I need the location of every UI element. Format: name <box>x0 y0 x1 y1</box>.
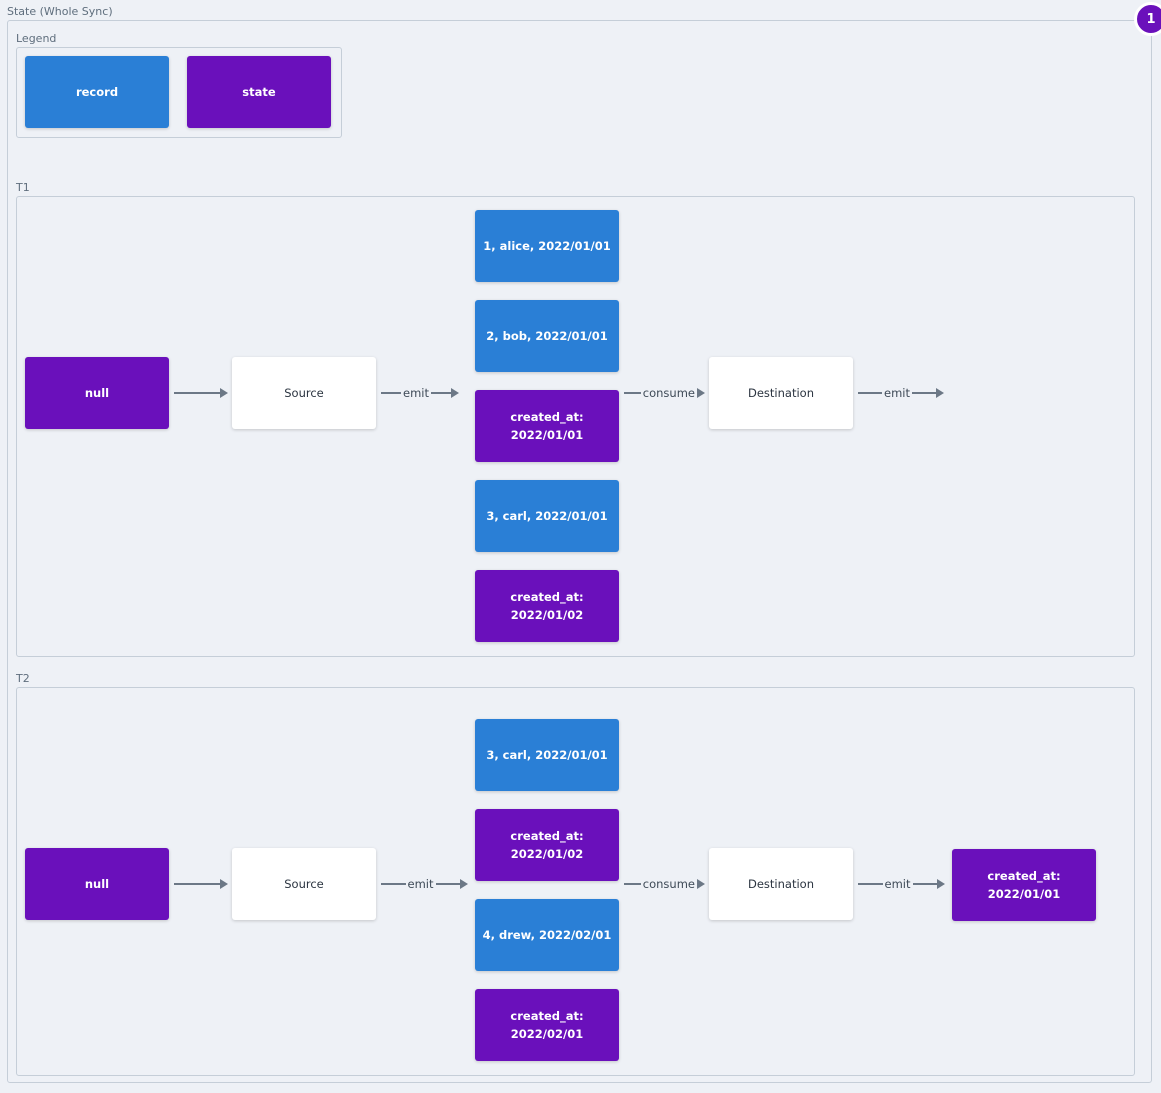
legend-label: Legend <box>16 32 57 45</box>
t2-arrow-emit-out: emit <box>858 877 946 891</box>
t2-destination-node: Destination <box>709 848 853 920</box>
t1-message-state: created_at: 2022/01/02 <box>475 570 619 642</box>
t2-output-state: created_at: 2022/01/01 <box>952 849 1096 921</box>
t2-message-record: 4, drew, 2022/02/01 <box>475 899 619 971</box>
legend-state: state <box>187 56 331 128</box>
t1-input-null: null <box>25 357 169 429</box>
outer-frame <box>7 20 1152 1083</box>
t2-arrow-emit: emit <box>381 877 469 891</box>
t2-source-node: Source <box>232 848 376 920</box>
t2-arrow-input <box>174 878 228 890</box>
t2-arrow-consume: consume <box>624 877 705 891</box>
t1-destination-node: Destination <box>709 357 853 429</box>
t1-arrow-emit-out: emit <box>858 386 945 400</box>
t1-arrow-emit: emit <box>381 386 460 400</box>
t2-message-state: created_at: 2022/01/02 <box>475 809 619 881</box>
t1-message-record: 3, carl, 2022/01/01 <box>475 480 619 552</box>
step-badge[interactable]: 1 <box>1134 2 1161 36</box>
t1-source-node: Source <box>232 357 376 429</box>
t1-arrow-consume: consume <box>624 386 705 400</box>
legend-frame <box>16 47 342 138</box>
t1-message-state: created_at: 2022/01/01 <box>475 390 619 462</box>
t1-label: T1 <box>16 181 30 194</box>
t1-message-record: 2, bob, 2022/01/01 <box>475 300 619 372</box>
legend-record: record <box>25 56 169 128</box>
t2-message-state: created_at: 2022/02/01 <box>475 989 619 1061</box>
diagram-title: State (Whole Sync) <box>7 5 113 18</box>
t2-input-null: null <box>25 848 169 920</box>
t2-message-record: 3, carl, 2022/01/01 <box>475 719 619 791</box>
t1-frame <box>16 196 1135 657</box>
t2-frame <box>16 687 1135 1076</box>
t1-message-record: 1, alice, 2022/01/01 <box>475 210 619 282</box>
t1-arrow-input <box>174 387 228 399</box>
t2-label: T2 <box>16 672 30 685</box>
